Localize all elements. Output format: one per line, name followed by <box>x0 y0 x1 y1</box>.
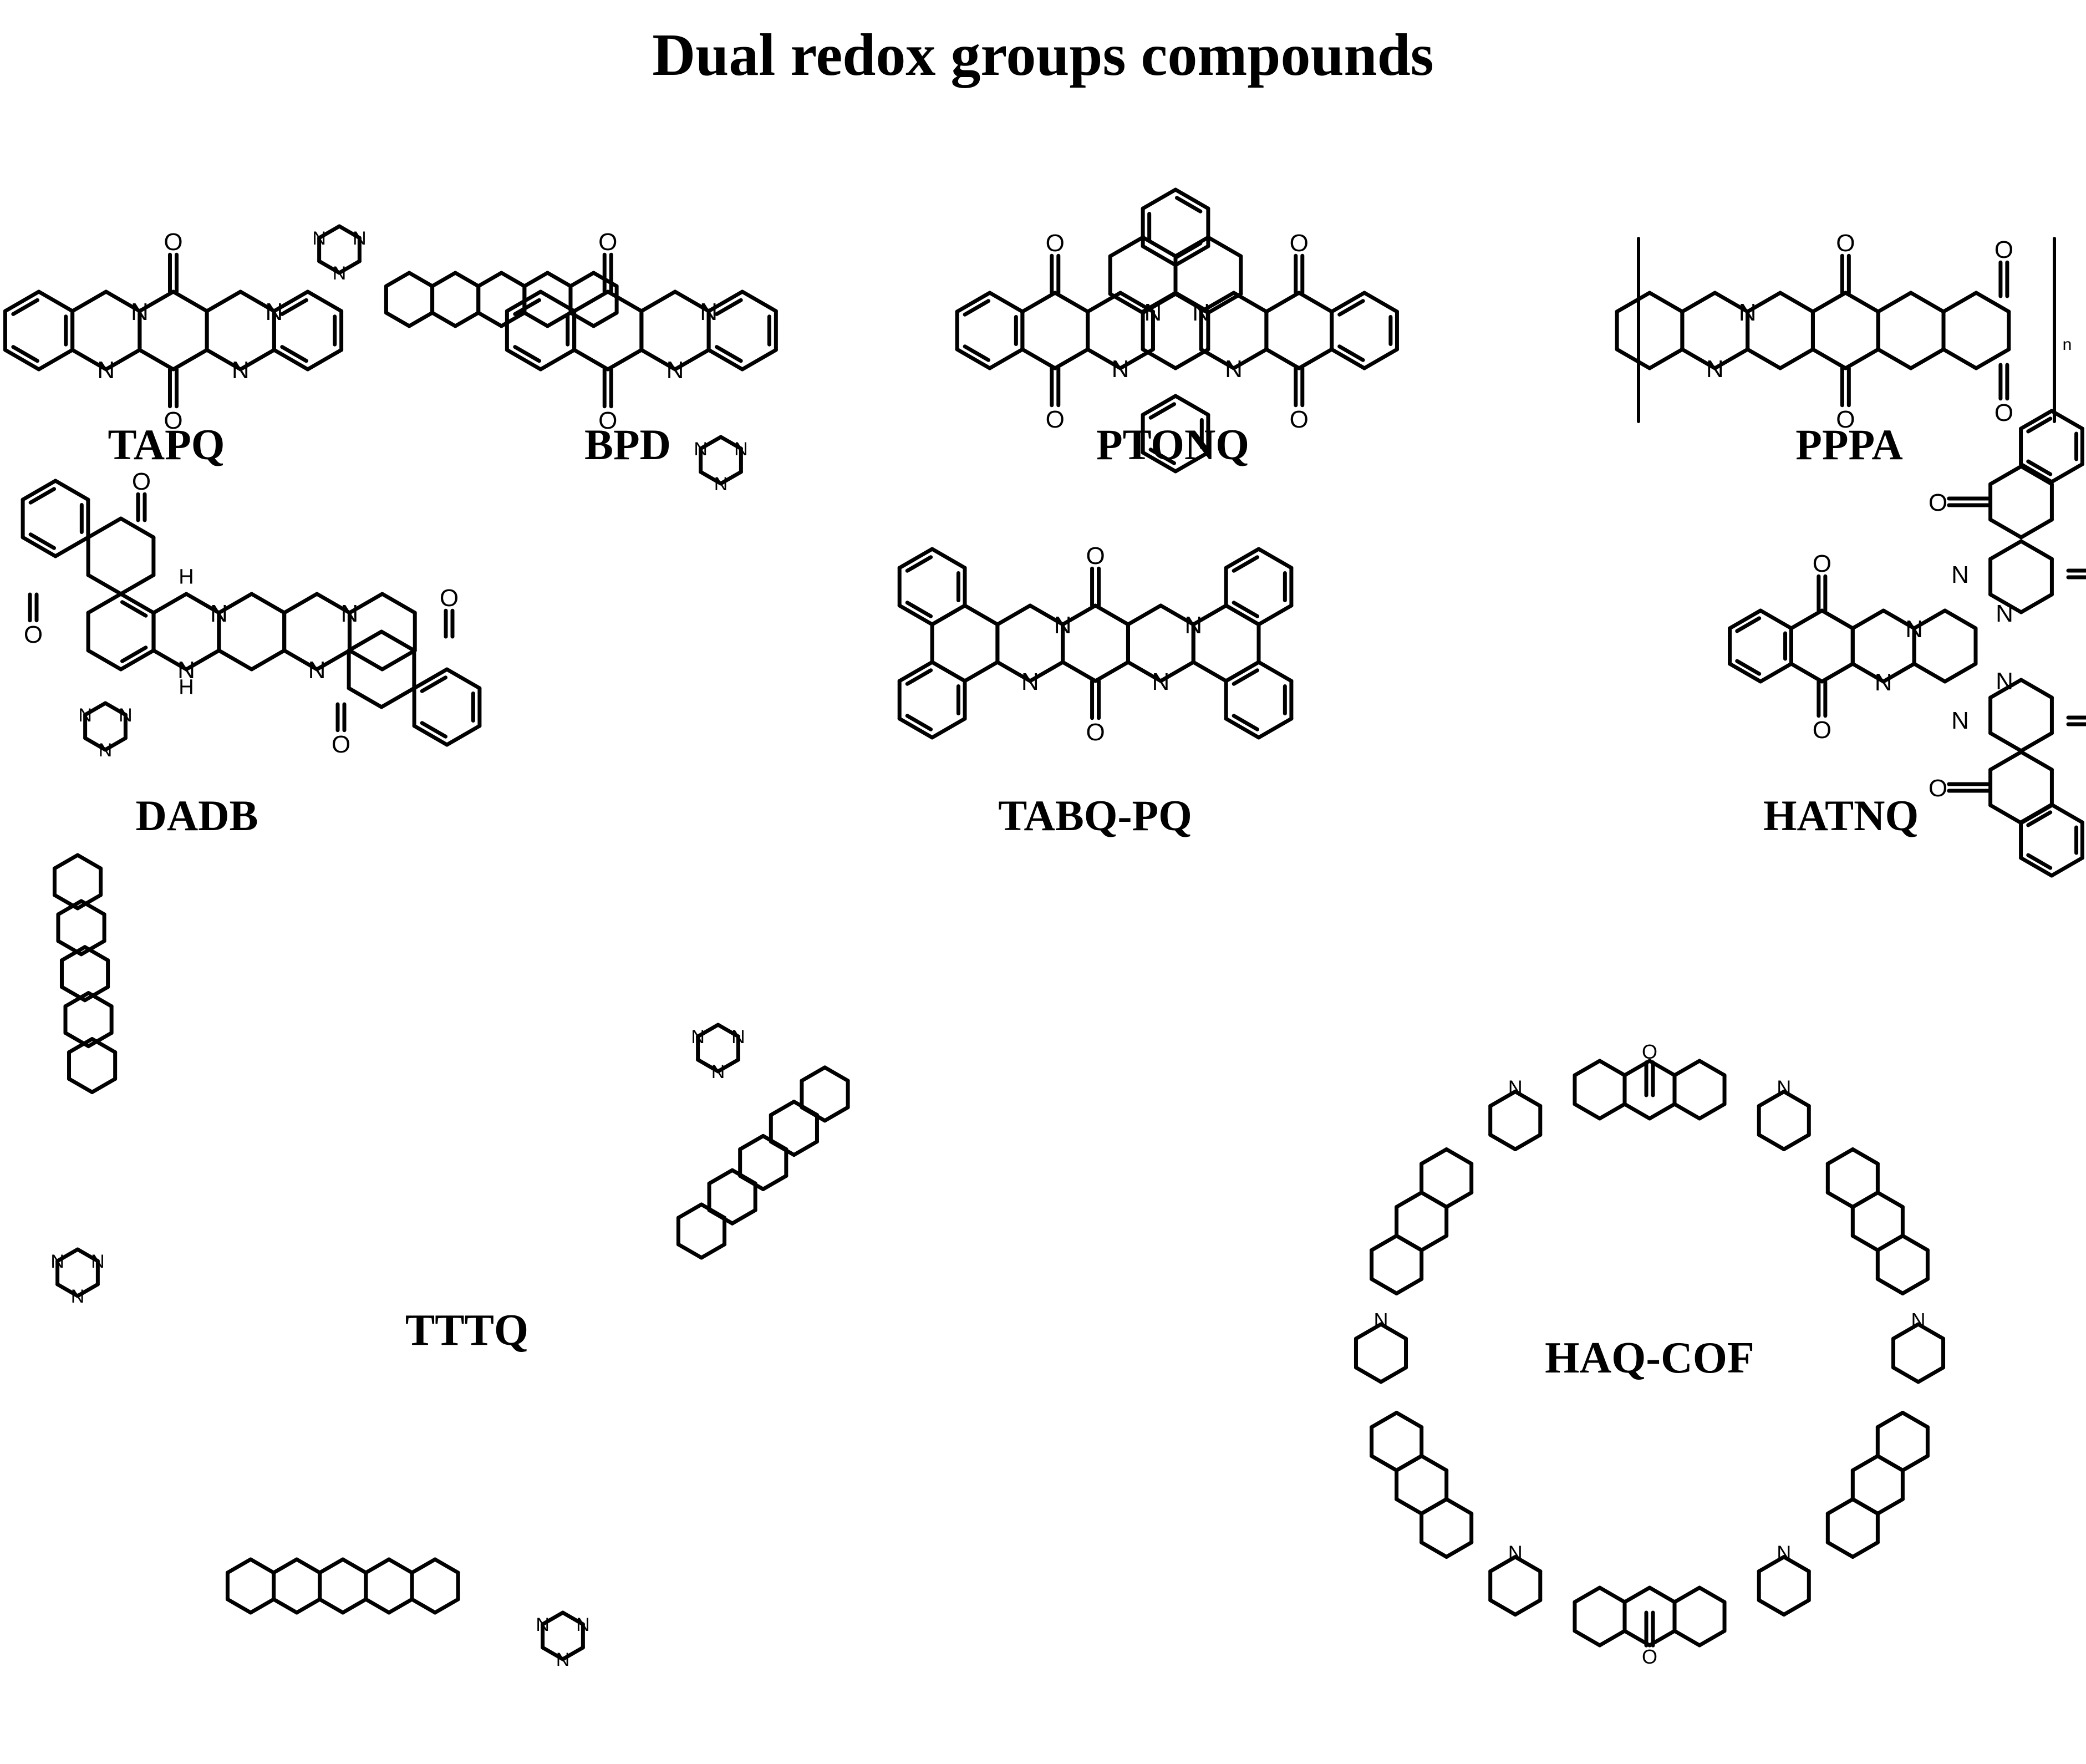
label-hatnq: HATNQ <box>1763 791 1919 840</box>
molecule-pppa <box>1615 237 2056 423</box>
nitrogen-atom: N <box>1374 1309 1388 1331</box>
molecule-tapq <box>3 252 344 409</box>
oxygen-atom: O <box>1813 550 1831 577</box>
label-dadb: DADB <box>135 791 258 840</box>
nitrogen-atom: N <box>1225 355 1243 383</box>
nitrogen-atom: N <box>265 298 283 326</box>
oxygen-atom: O <box>132 468 151 495</box>
nitrogen-atom: N <box>694 439 708 460</box>
nitrogen-atom: N <box>1951 561 1969 588</box>
nitrogen-atom: N <box>312 228 326 249</box>
oxygen-atom: O <box>1086 542 1105 570</box>
nitrogen-atom: N <box>210 600 228 627</box>
nitrogen-atom: N <box>1112 355 1130 383</box>
oxygen-atom: O <box>1290 406 1309 433</box>
nitrogen-atom: N <box>91 1251 105 1272</box>
label-tttq: TTTQ <box>405 1306 528 1355</box>
nitrogen-atom: N <box>1911 1309 1926 1331</box>
oxygen-atom: O <box>1813 716 1831 744</box>
molecule-tabqpq <box>897 547 1294 740</box>
nitrogen-atom: N <box>1951 707 1969 734</box>
oxygen-atom: O <box>1995 236 2013 263</box>
oxygen-atom: O <box>1642 1040 1657 1063</box>
nitrogen-atom: N <box>666 357 684 384</box>
nitrogen-atom: N <box>353 228 367 249</box>
molecule-ptonq <box>955 187 1399 474</box>
figure-title: Dual redox groups compounds <box>652 22 1433 88</box>
oxygen-atom: O <box>1642 1645 1657 1668</box>
molecule-structures <box>3 187 2086 1661</box>
oxygen-atom: O <box>332 731 350 758</box>
oxygen-atom: O <box>440 584 459 612</box>
nitrogen-atom: N <box>1508 1076 1523 1099</box>
nitrogen-atom: N <box>333 263 347 284</box>
nitrogen-atom: N <box>50 1251 64 1272</box>
nitrogen-atom: N <box>1192 299 1210 326</box>
nitrogen-atom: N <box>78 705 92 726</box>
nitrogen-atom: N <box>341 600 359 627</box>
molecule-haqcof <box>1354 1059 1946 1648</box>
nitrogen-atom: N <box>1777 1542 1791 1564</box>
nitrogen-atom: N <box>1021 668 1039 695</box>
nitrogen-atom: N <box>734 439 748 460</box>
nitrogen-atom: N <box>1996 668 2013 695</box>
oxygen-atom: O <box>1046 406 1065 433</box>
nitrogen-atom: N <box>576 1614 590 1635</box>
amine-hydrogen: H <box>179 566 194 589</box>
nitrogen-atom: N <box>308 657 326 684</box>
nitrogen-atom: N <box>1706 355 1724 383</box>
oxygen-atom: O <box>1086 719 1105 746</box>
label-bpd: BPD <box>584 420 671 469</box>
nitrogen-atom: N <box>714 474 728 495</box>
nitrogen-atom: N <box>131 298 149 326</box>
oxygen-atom: O <box>1995 399 2013 426</box>
nitrogen-atom: N <box>1054 612 1072 639</box>
nitrogen-atom: N <box>119 705 133 726</box>
nitrogen-atom: N <box>177 657 195 684</box>
nitrogen-atom: N <box>691 1026 705 1048</box>
oxygen-atom: O <box>1929 489 1947 516</box>
nitrogen-atom: N <box>556 1649 570 1670</box>
nitrogen-atom: N <box>1739 299 1757 326</box>
oxygen-atom: O <box>1929 775 1947 802</box>
molecule-bpd <box>505 252 778 409</box>
label-haqcof: HAQ-COF <box>1545 1334 1754 1382</box>
oxygen-atom: O <box>1046 230 1065 257</box>
nitrogen-atom: N <box>1184 612 1202 639</box>
nitrogen-atom: N <box>232 357 250 384</box>
amine-hydrogen: H <box>179 676 194 699</box>
label-ptonq: PTONQ <box>1096 420 1249 469</box>
repeat-subscript: n <box>2063 335 2072 354</box>
molecule-tttq <box>52 224 850 1661</box>
nitrogen-atom: N <box>71 1286 85 1307</box>
oxygen-atom: O <box>1836 406 1855 433</box>
oxygen-atom: O <box>1290 230 1309 257</box>
nitrogen-atom: N <box>1508 1542 1523 1564</box>
label-pppa: PPPA <box>1795 420 1902 469</box>
nitrogen-atom: N <box>1875 669 1892 696</box>
oxygen-atom: O <box>164 228 182 256</box>
nitrogen-atom: N <box>700 298 718 326</box>
nitrogen-atom: N <box>99 740 113 761</box>
nitrogen-atom: N <box>1905 616 1923 643</box>
molecule-hatnq <box>1728 409 2086 878</box>
oxygen-atom: O <box>598 228 617 256</box>
molecule-dadb <box>21 479 482 747</box>
label-tabqpq: TABQ-PQ <box>998 791 1192 840</box>
nitrogen-atom: N <box>97 357 115 384</box>
nitrogen-atom: N <box>1152 668 1169 695</box>
nitrogen-atom: N <box>1996 600 2013 627</box>
nitrogen-atom: N <box>1144 299 1162 326</box>
oxygen-atom: O <box>164 407 182 434</box>
label-tapq: TAPQ <box>108 420 225 469</box>
oxygen-atom: O <box>24 621 43 648</box>
nitrogen-atom: N <box>711 1061 725 1082</box>
oxygen-atom: O <box>598 407 617 434</box>
oxygen-atom: O <box>1836 230 1855 257</box>
nitrogen-atom: N <box>731 1026 745 1048</box>
nitrogen-atom: N <box>1777 1076 1791 1099</box>
nitrogen-atom: N <box>536 1614 550 1635</box>
atom-labels: NNNNOONNOONNOONNOONNOOOOnNNNNHHOOOONNNNO… <box>24 228 2072 1670</box>
